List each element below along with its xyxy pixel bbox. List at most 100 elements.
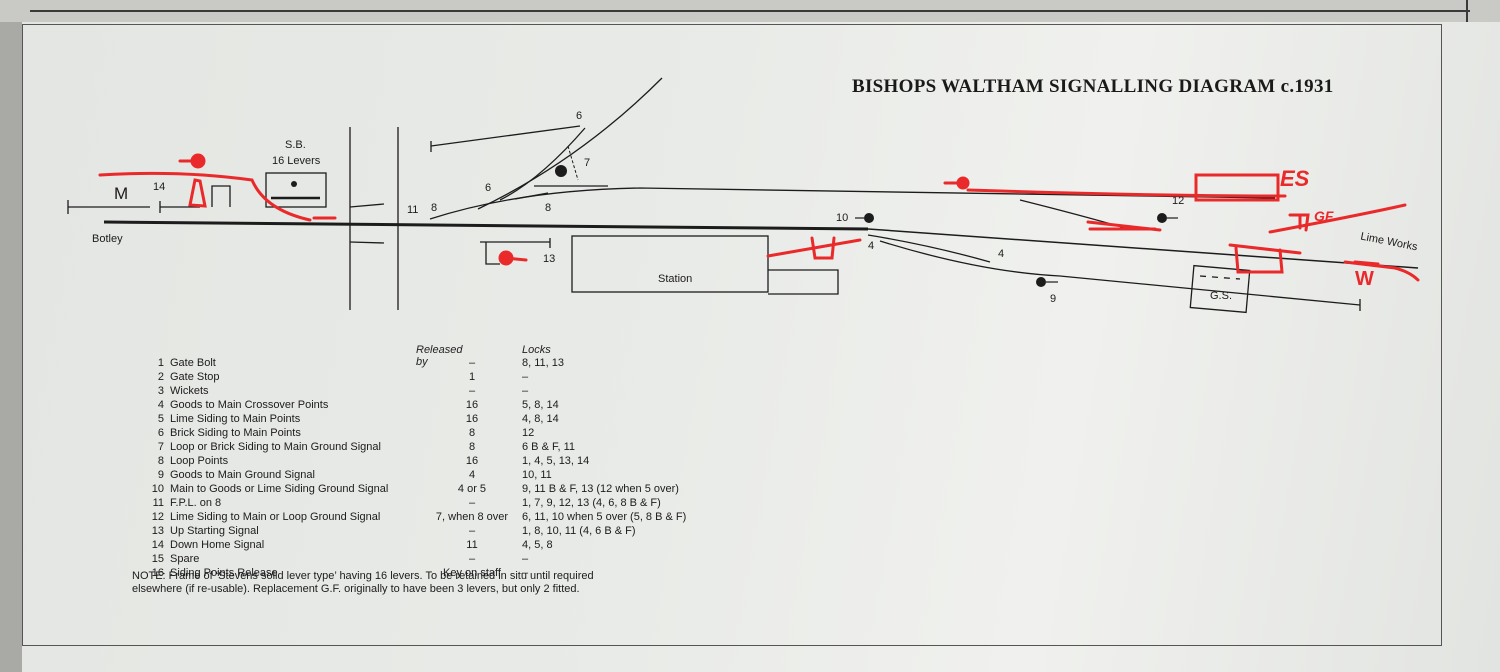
diagram-frame — [22, 24, 1442, 646]
lever-number: 6 — [157, 427, 164, 439]
lever-function: Down Home Signal — [170, 539, 265, 551]
red-mark-loop-line — [943, 181, 1287, 198]
lever-function: Lime Siding to Main Points — [170, 413, 301, 425]
locks: – — [522, 385, 529, 397]
main-line-east — [867, 228, 1419, 269]
released-by: 1 — [468, 371, 476, 383]
lever-function: Goods to Main Ground Signal — [170, 469, 315, 481]
locks: 1, 8, 10, 11 (4, 6 B & F) — [522, 525, 636, 537]
lever-function: Lime Siding to Main or Loop Ground Signa… — [170, 511, 381, 523]
released-by: – — [468, 497, 476, 509]
lever-number-8-loop: 8 — [545, 202, 552, 214]
red-mark-w-box — [1343, 260, 1420, 282]
lever-number: 4 — [157, 399, 164, 411]
siding-8-spur — [514, 192, 549, 200]
released-by: Key on staff — [443, 567, 501, 579]
shelter-outline — [211, 185, 231, 207]
annotation-w: W — [1355, 268, 1374, 290]
lever-number: 8 — [157, 455, 164, 467]
red-signal-13-post — [504, 256, 528, 262]
red-mark-east-line — [1268, 203, 1407, 234]
locks: 1, 4, 5, 13, 14 — [522, 455, 590, 467]
signal-9-disc — [1036, 277, 1046, 287]
station-label: Station — [658, 273, 693, 285]
lever-number-13: 13 — [543, 253, 556, 265]
signal-box-name: S.B. — [285, 139, 306, 151]
released-by: 16 — [465, 399, 479, 411]
lever-function: Loop Points — [170, 455, 229, 467]
released-by: 16 — [465, 413, 479, 425]
track-layout — [67, 77, 1419, 314]
lever-number: 13 — [151, 525, 164, 537]
botley-label: Botley — [92, 233, 123, 245]
lever-number-6-siding: 6 — [485, 182, 492, 194]
signal-13-arm — [480, 238, 551, 265]
goods-siding — [879, 240, 1361, 306]
ground-signals — [291, 165, 1178, 287]
lever-number-12: 12 — [1172, 195, 1185, 207]
lever-number: 9 — [157, 469, 164, 481]
lever-number: 5 — [157, 413, 164, 425]
locks: – — [522, 371, 529, 383]
released-by: 4 or 5 — [457, 483, 487, 495]
header-locks: Locks — [522, 344, 551, 356]
annotation-gf: GF — [1314, 208, 1334, 224]
lever-function: Up Starting Signal — [170, 525, 259, 537]
locks: 6 B & F, 11 — [522, 441, 575, 453]
lever-number-4-goods: 4 — [998, 248, 1005, 260]
siding-6-track — [430, 125, 581, 147]
red-mark-es-box — [1194, 173, 1280, 202]
loop-line — [429, 187, 1276, 220]
lever-number-6-brick: 6 — [576, 110, 583, 122]
lever-number: 7 — [157, 441, 164, 453]
locks: 6, 11, 10 when 5 over (5, 8 B & F) — [522, 511, 687, 523]
previous-page-edge — [1466, 0, 1468, 22]
lever-number-8-west: 8 — [431, 202, 438, 214]
released-by: – — [468, 553, 476, 565]
station-extension — [768, 269, 839, 295]
locks: 10, 11 — [522, 469, 552, 481]
lever-function: F.P.L. on 8 — [170, 497, 222, 509]
lever-number-7: 7 — [584, 157, 591, 169]
signal-box-lamp — [291, 181, 297, 187]
gate-stop-line-2 — [349, 241, 385, 244]
brick-siding — [477, 77, 663, 210]
main-line — [103, 220, 869, 231]
released-by: 7, when 8 over — [435, 511, 509, 523]
header-released-by: Released by — [416, 344, 463, 368]
released-by: 11 — [466, 539, 478, 551]
lever-function: Gate Bolt — [170, 357, 216, 369]
locks: – — [522, 567, 529, 579]
m-symbol: M — [114, 184, 129, 203]
goods-shed-label: G.S. — [1210, 290, 1233, 302]
goods-line — [867, 234, 991, 263]
red-mark-14-signal — [188, 178, 207, 208]
released-by: – — [468, 385, 476, 397]
released-by: – — [468, 357, 476, 369]
lever-function: Brick Siding to Main Points — [170, 427, 301, 439]
red-mark-station-east — [766, 236, 862, 260]
lever-number-9: 9 — [1050, 293, 1057, 305]
signal-box — [265, 172, 327, 208]
signal-10-disc — [864, 213, 874, 223]
diagram-title: BISHOPS WALTHAM SIGNALLING DIAGRAM c.193… — [852, 76, 1334, 97]
previous-page-strip — [0, 0, 1500, 22]
locks: 12 — [522, 427, 535, 439]
gate-stop-line-1 — [349, 203, 385, 208]
locks: – — [522, 553, 529, 565]
station-platform — [571, 235, 769, 293]
note-line-1: NOTE: Frame of ‘Stevens solid lever type… — [132, 570, 594, 582]
lever-number: 1 — [157, 357, 164, 369]
goods-shed — [1189, 264, 1251, 314]
released-by: 8 — [468, 441, 476, 453]
released-by: – — [468, 525, 476, 537]
annotation-es: ES — [1280, 166, 1310, 191]
lever-number-14: 14 — [153, 181, 166, 193]
lever-function: Spare — [170, 553, 200, 565]
note-line-2: elsewhere (if re-usable). Replacement G.… — [132, 583, 580, 595]
lever-number: 11 — [152, 497, 164, 509]
locks: 8, 11, 13 — [522, 357, 564, 369]
point-arrow-7 — [567, 145, 579, 181]
footnote: NOTE: Frame of ‘Stevens solid lever type… — [132, 570, 594, 596]
